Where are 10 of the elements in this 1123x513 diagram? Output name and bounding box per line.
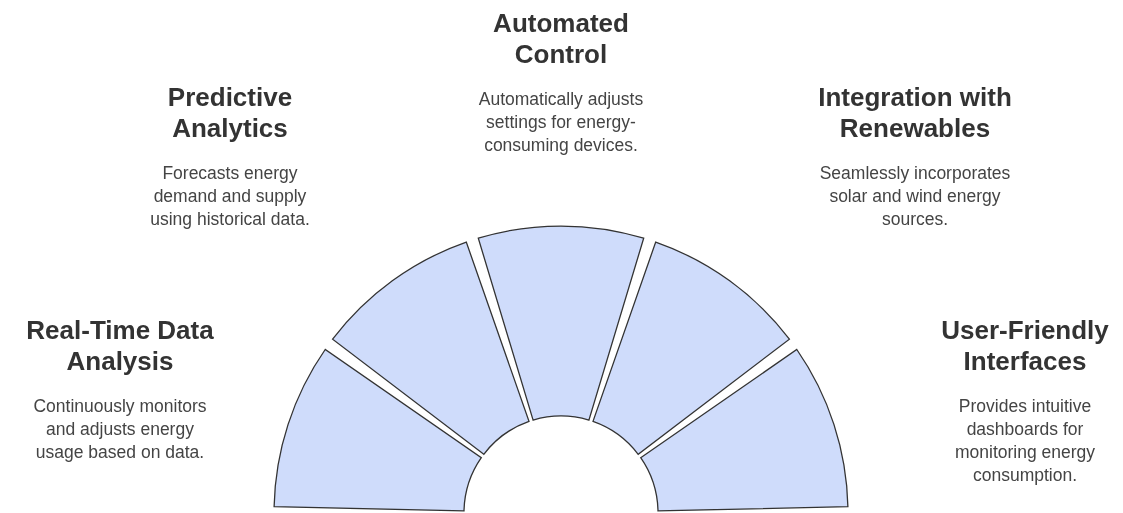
description: Continuously monitors and adjusts energy usage based on data. xyxy=(32,395,208,464)
description: Automatically adjusts settings for energy-consuming devices. xyxy=(477,88,645,157)
heading: Predictive Analytics xyxy=(166,82,294,144)
heading: Automated Control xyxy=(492,8,630,70)
heading: User-Friendly Interfaces xyxy=(940,315,1110,377)
description: Seamlessly incorporates solar and wind energy sources. xyxy=(818,162,1012,231)
description: Forecasts energy demand and supply using historical data. xyxy=(149,162,311,231)
heading: Integration with Renewables xyxy=(817,82,1013,144)
description: Provides intuitive dashboards for monitoring energy consumption. xyxy=(953,395,1097,487)
heading: Real-Time Data Analysis xyxy=(25,315,215,377)
